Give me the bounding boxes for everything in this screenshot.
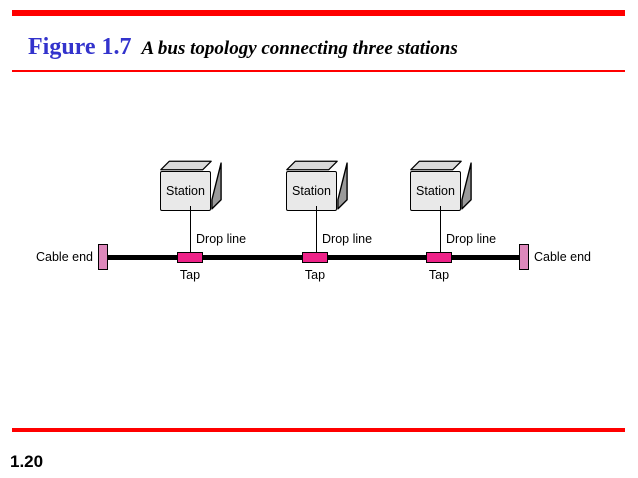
top-rule — [12, 10, 625, 16]
cable-end-right-label: Cable end — [534, 250, 591, 264]
cable-end-left-icon — [98, 244, 108, 270]
figure-number: Figure 1.7 — [28, 34, 132, 60]
tap-1 — [177, 252, 203, 263]
station-label-1: Station — [166, 183, 205, 198]
station-box-top-face — [160, 160, 212, 171]
drop-line-label-2: Drop line — [322, 232, 373, 246]
tap-label-1: Tap — [179, 268, 201, 282]
tap-3 — [426, 252, 452, 263]
station-box-top-face — [410, 160, 462, 171]
station-box-front-face: Station — [286, 171, 337, 211]
tap-2 — [302, 252, 328, 263]
drop-line-3 — [440, 206, 441, 253]
station-box-front-face: Station — [410, 171, 461, 211]
station-label-2: Station — [292, 183, 331, 198]
station-box-side-face — [461, 162, 472, 210]
cable-end-right-icon — [519, 244, 529, 270]
drop-line-label-1: Drop line — [196, 232, 247, 246]
cable-end-left-label: Cable end — [36, 250, 93, 264]
station-box-side-face — [337, 162, 348, 210]
drop-line-label-3: Drop line — [446, 232, 497, 246]
station-box-1: Station — [160, 160, 222, 212]
drop-line-1 — [190, 206, 191, 253]
slide-number: 1.20 — [10, 452, 44, 471]
figure-caption: A bus topology connecting three stations — [141, 38, 458, 59]
tap-label-2: Tap — [304, 268, 326, 282]
tap-label-3: Tap — [428, 268, 450, 282]
station-box-3: Station — [410, 160, 472, 212]
drop-line-2 — [316, 206, 317, 253]
station-box-front-face: Station — [160, 171, 211, 211]
page-title: Figure 1.7 A bus topology connecting thre… — [28, 34, 458, 64]
title-underline-rule — [12, 70, 625, 72]
station-label-3: Station — [416, 183, 455, 198]
station-box-2: Station — [286, 160, 348, 212]
station-box-side-face — [211, 162, 222, 210]
bottom-rule — [12, 428, 625, 432]
station-box-top-face — [286, 160, 338, 171]
